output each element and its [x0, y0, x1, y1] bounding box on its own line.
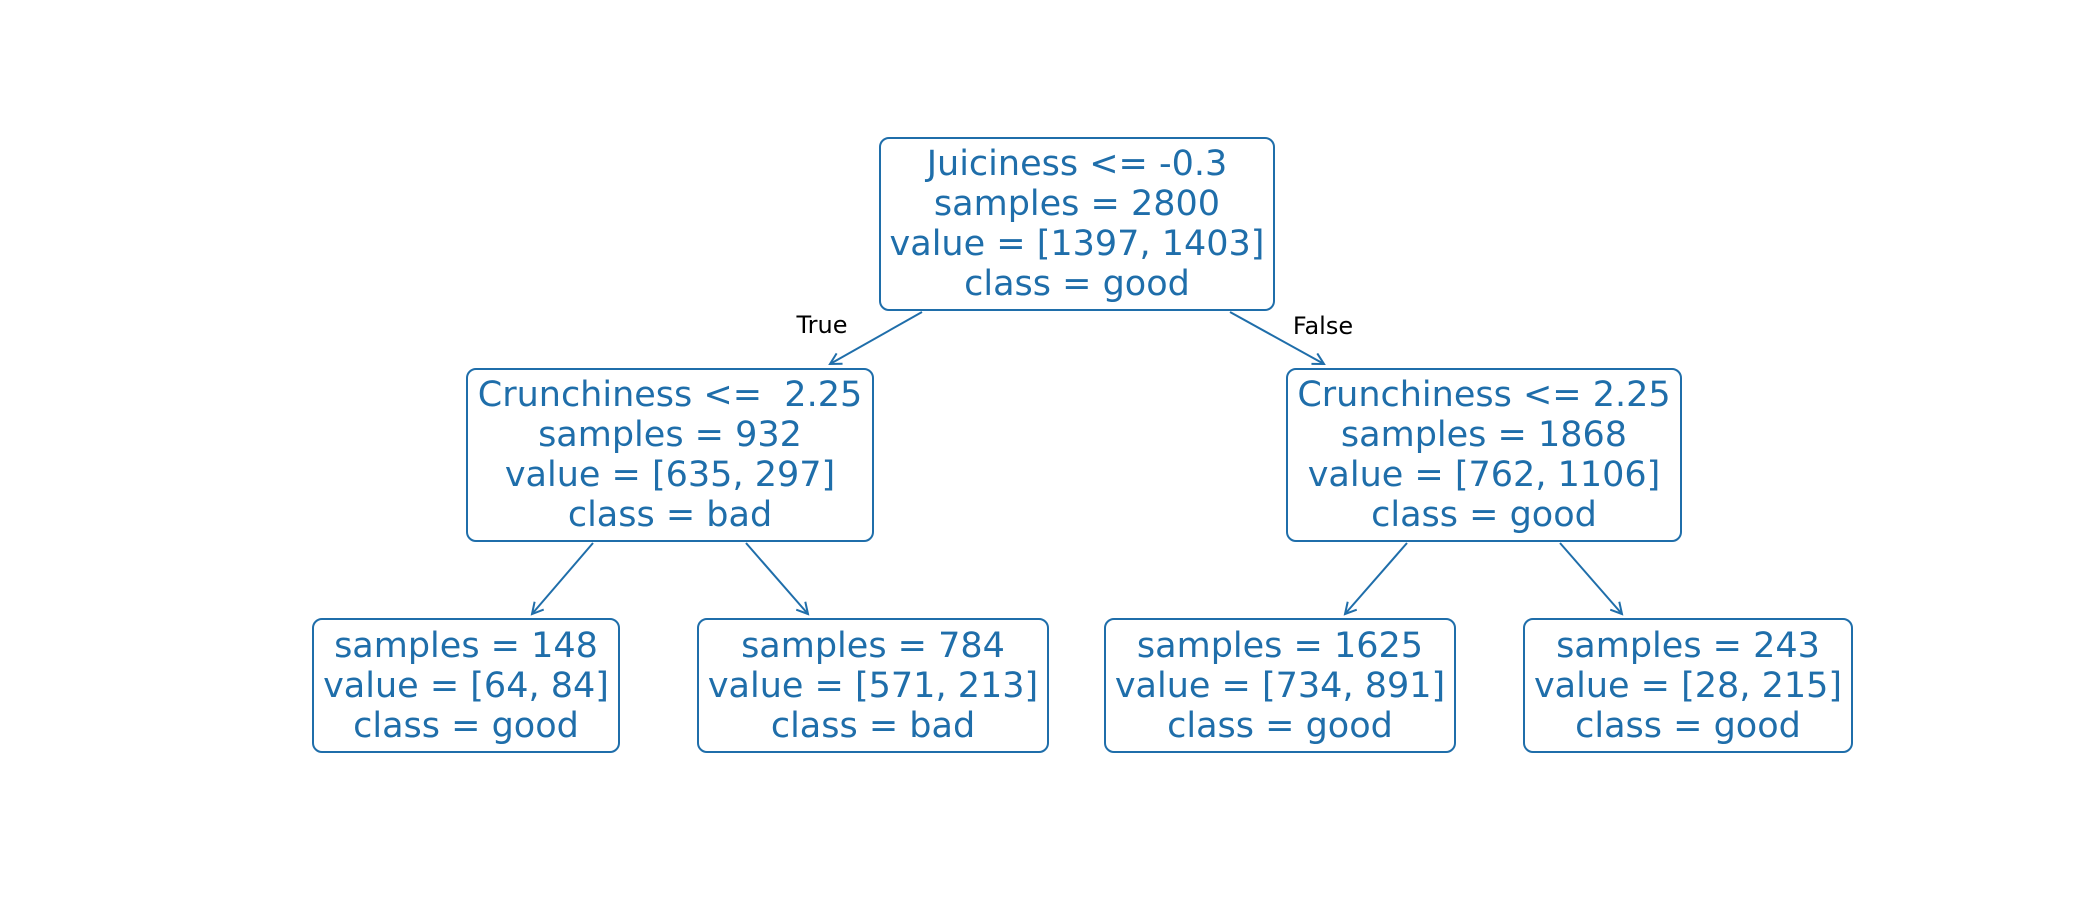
- leaf-left-left-samples: samples = 148: [334, 625, 598, 666]
- edge-left-to-left-right: [745, 542, 808, 614]
- node-right-split-condition: Crunchiness <= 2.25: [1297, 375, 1671, 415]
- edge-right-to-right-left: [1345, 542, 1408, 614]
- leaf-right-left-class: class = good: [1167, 705, 1393, 746]
- leaf-right-left-value: value = [734, 891]: [1114, 665, 1446, 706]
- tree-leaf-left-left: samples = 148 value = [64, 84] class = g…: [312, 618, 620, 753]
- node-right-samples: samples = 1868: [1340, 415, 1628, 455]
- node-root-value: value = [1397, 1403]: [889, 224, 1265, 264]
- leaf-left-right-samples: samples = 784: [741, 625, 1005, 666]
- node-root-split-condition: Juiciness <= -0.3: [926, 144, 1228, 184]
- node-left-split-condition: Crunchiness <= 2.25: [477, 375, 863, 415]
- node-left-value: value = [635, 297]: [504, 455, 836, 495]
- edge-root-to-right: [1229, 311, 1324, 364]
- edge-root-to-left: [830, 311, 923, 364]
- leaf-right-right-class: class = good: [1575, 705, 1801, 746]
- tree-node-right: Crunchiness <= 2.25 samples = 1868 value…: [1286, 368, 1682, 542]
- leaf-left-right-class: class = bad: [770, 705, 976, 746]
- leaf-right-right-samples: samples = 243: [1556, 625, 1820, 666]
- node-right-value: value = [762, 1106]: [1307, 455, 1661, 495]
- tree-leaf-right-left: samples = 1625 value = [734, 891] class …: [1104, 618, 1456, 753]
- leaf-left-left-value: value = [64, 84]: [323, 665, 609, 706]
- edge-label-false: False: [1292, 312, 1354, 340]
- leaf-left-right-value: value = [571, 213]: [707, 665, 1039, 706]
- leaf-right-right-value: value = [28, 215]: [1533, 665, 1843, 706]
- node-root-class: class = good: [964, 264, 1190, 304]
- node-root-samples: samples = 2800: [933, 184, 1221, 224]
- leaf-right-left-samples: samples = 1625: [1136, 625, 1424, 666]
- node-left-class: class = bad: [567, 495, 773, 535]
- edge-label-true: True: [796, 311, 848, 339]
- tree-leaf-right-right: samples = 243 value = [28, 215] class = …: [1523, 618, 1853, 753]
- leaf-left-left-class: class = good: [353, 705, 579, 746]
- node-left-samples: samples = 932: [538, 415, 802, 455]
- edge-left-to-left-left: [532, 542, 594, 614]
- edge-right-to-right-right: [1559, 542, 1622, 614]
- tree-leaf-left-right: samples = 784 value = [571, 213] class =…: [697, 618, 1049, 753]
- tree-node-left: Crunchiness <= 2.25 samples = 932 value …: [466, 368, 874, 542]
- node-right-class: class = good: [1371, 495, 1597, 535]
- tree-node-root: Juiciness <= -0.3 samples = 2800 value =…: [879, 137, 1275, 311]
